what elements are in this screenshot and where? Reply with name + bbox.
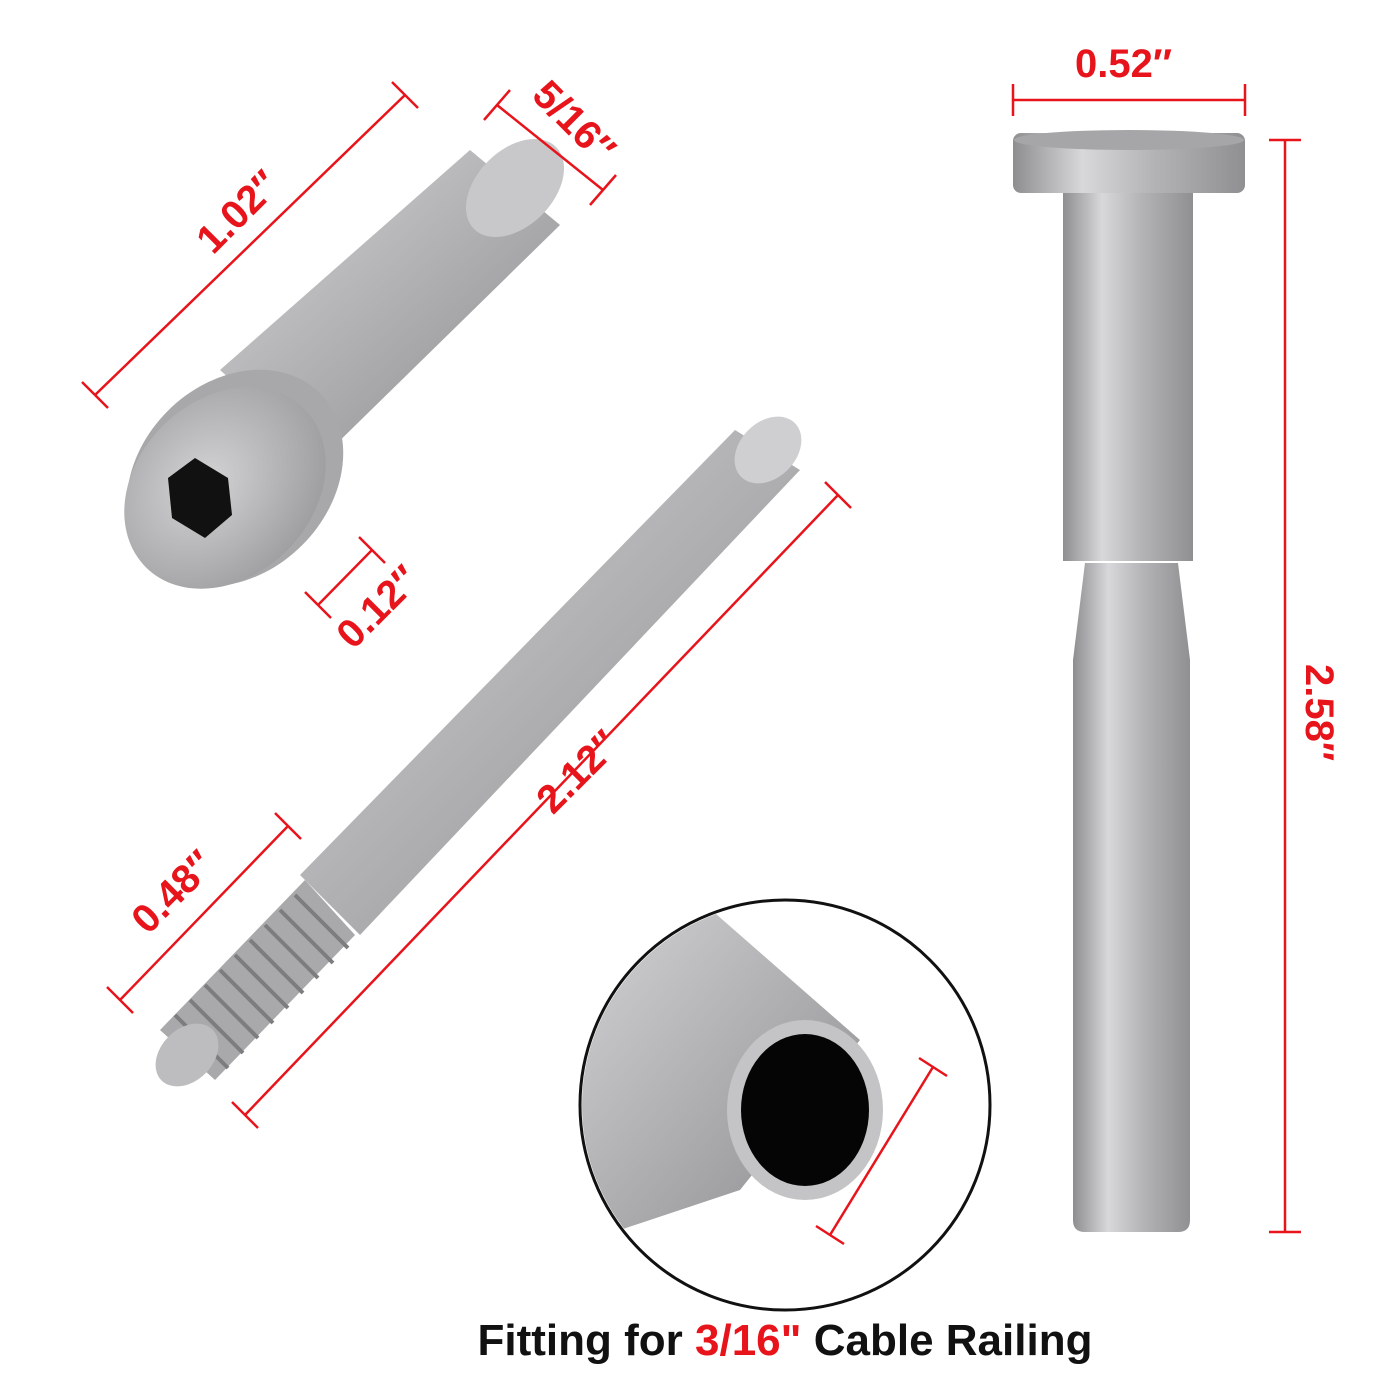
lag-nut — [124, 138, 565, 589]
caption-highlight: 3/16" — [695, 1316, 802, 1365]
detail-inset — [578, 898, 992, 1312]
caption-prefix: Fitting for — [477, 1316, 696, 1365]
dimension-lines — [81, 81, 1301, 1246]
threaded-stud — [155, 416, 802, 1087]
dim-fitting-head-diameter: 0.52″ — [1075, 42, 1173, 86]
dim-fitting-length: 2.58″ — [1297, 663, 1342, 762]
caption-suffix: Cable Railing — [801, 1316, 1093, 1365]
hex-socket — [168, 458, 232, 538]
swage-fitting — [1013, 130, 1245, 1232]
caption: Fitting for 3/16" Cable Railing — [0, 1316, 1400, 1366]
